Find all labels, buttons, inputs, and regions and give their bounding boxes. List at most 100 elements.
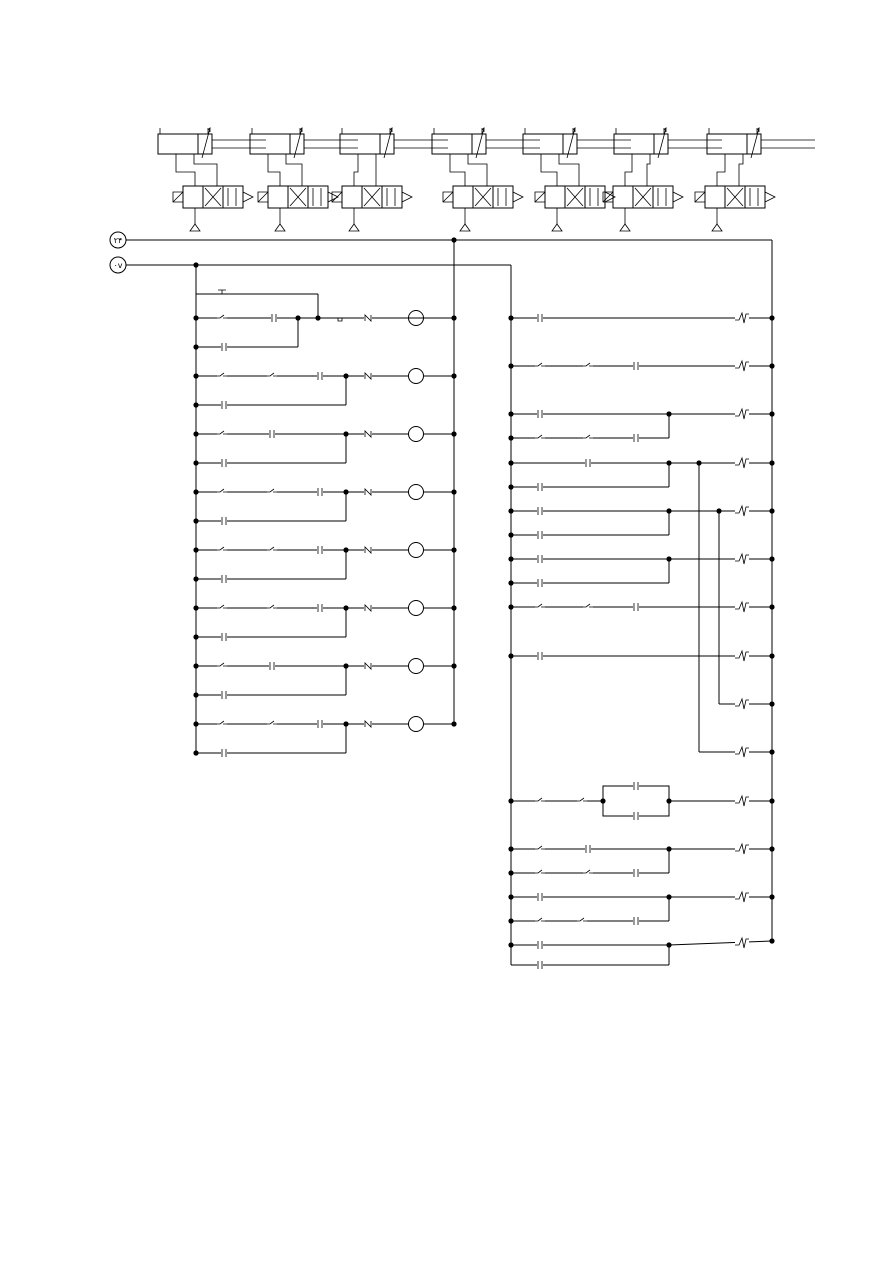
contact-icon xyxy=(317,488,323,496)
contact-gap xyxy=(633,869,639,877)
coil-circle xyxy=(408,426,424,442)
junction-dot xyxy=(769,363,775,369)
switch-gap xyxy=(535,918,545,924)
solenoid-rung xyxy=(508,842,775,855)
cylinder-barrel xyxy=(157,133,213,155)
coil-circle xyxy=(408,310,424,326)
cylinder-icon xyxy=(157,127,266,159)
switch-icon xyxy=(217,314,227,321)
solenoid-icon xyxy=(735,649,749,662)
solenoid-icon xyxy=(735,311,749,324)
contact-icon xyxy=(317,372,323,380)
exhaust-icon xyxy=(551,223,563,232)
supply-label-positive: ۲۴ xyxy=(114,236,123,245)
cylinder-unit xyxy=(522,127,631,232)
relay-coil-icon xyxy=(408,600,424,616)
switch-gap xyxy=(583,435,593,441)
switch-icon xyxy=(217,720,227,727)
junction-dot xyxy=(769,846,775,852)
switch-icon xyxy=(583,362,593,369)
switch-icon xyxy=(217,430,227,437)
contact-gap xyxy=(633,362,639,370)
junction-dot xyxy=(193,344,199,350)
flow-control-arrow xyxy=(566,127,576,159)
switch-icon xyxy=(535,845,545,852)
contact-gap xyxy=(585,845,591,853)
switch-gap xyxy=(535,435,545,441)
junction-dot xyxy=(769,315,775,321)
cylinder-unit xyxy=(602,127,722,232)
n-mark xyxy=(364,430,372,438)
contact-gap xyxy=(537,483,543,491)
solenoid-icon xyxy=(735,552,749,565)
n-contact-icon xyxy=(364,430,372,438)
contact-icon xyxy=(633,869,639,877)
switch-gap xyxy=(535,798,545,804)
junction-dot xyxy=(193,460,199,466)
contact-gap xyxy=(221,401,227,409)
switch-blade xyxy=(217,430,227,435)
air-line xyxy=(193,154,218,186)
cylinder-unit xyxy=(694,127,815,232)
cylinder-icon xyxy=(249,127,358,159)
junction-dot xyxy=(193,489,199,495)
valve-icon xyxy=(602,185,684,209)
contact-gap xyxy=(537,314,543,322)
contact-icon xyxy=(221,343,227,351)
solenoid-icon xyxy=(735,456,749,469)
solenoid-rung xyxy=(719,697,775,710)
solenoid-zigzag xyxy=(735,794,749,807)
switch-blade xyxy=(217,314,227,319)
parallel-branch xyxy=(508,897,670,925)
cylinder-barrel xyxy=(613,133,669,155)
contact-icon xyxy=(633,434,639,442)
junction-dot xyxy=(508,942,514,948)
switch-gap xyxy=(583,870,593,876)
solenoid-zigzag xyxy=(735,890,749,903)
contact-gap xyxy=(317,604,323,612)
n-contact-icon xyxy=(364,546,372,554)
contact-gap xyxy=(317,372,323,380)
junction-dot xyxy=(451,663,457,669)
coil-circle xyxy=(408,658,424,674)
parallel-branch xyxy=(508,463,670,491)
spring-actuator xyxy=(327,191,339,203)
contact-icon xyxy=(585,845,591,853)
switch-blade xyxy=(577,797,587,802)
parallel-branch xyxy=(508,559,670,587)
switch-gap xyxy=(267,721,277,727)
valve-flow-arrow xyxy=(363,187,381,207)
junction-dot xyxy=(315,315,321,321)
solenoid-rung xyxy=(508,890,775,903)
junction-dot xyxy=(769,938,775,944)
junction-dot xyxy=(769,653,775,659)
solenoid-rung xyxy=(508,782,775,820)
switch-icon xyxy=(217,372,227,379)
solenoid-icon xyxy=(735,936,749,949)
switch-gap xyxy=(535,604,545,610)
solenoid-icon xyxy=(735,842,749,855)
cylinder-barrel xyxy=(339,133,395,155)
switch-gap xyxy=(583,604,593,610)
flow-control-arrow xyxy=(657,127,667,159)
valve-icon xyxy=(534,185,616,209)
solenoid-zigzag xyxy=(735,504,749,517)
solenoid-rung xyxy=(508,649,775,662)
junction-dot xyxy=(769,894,775,900)
junction-dot xyxy=(508,532,514,538)
switch-gap xyxy=(217,489,227,495)
relay-coil-icon xyxy=(408,310,424,326)
contact-gap xyxy=(633,434,639,442)
junction-dot xyxy=(769,556,775,562)
switch-icon xyxy=(577,797,587,804)
spring-actuator xyxy=(401,191,413,203)
flow-control-arrowhead xyxy=(299,127,303,132)
solenoid-icon xyxy=(735,890,749,903)
contact-icon xyxy=(221,459,227,467)
switch-blade xyxy=(535,917,545,922)
junction-dot xyxy=(193,373,199,379)
solenoid-zigzag xyxy=(735,311,749,324)
solenoid-actuator xyxy=(602,191,614,203)
contact-icon xyxy=(633,603,639,611)
